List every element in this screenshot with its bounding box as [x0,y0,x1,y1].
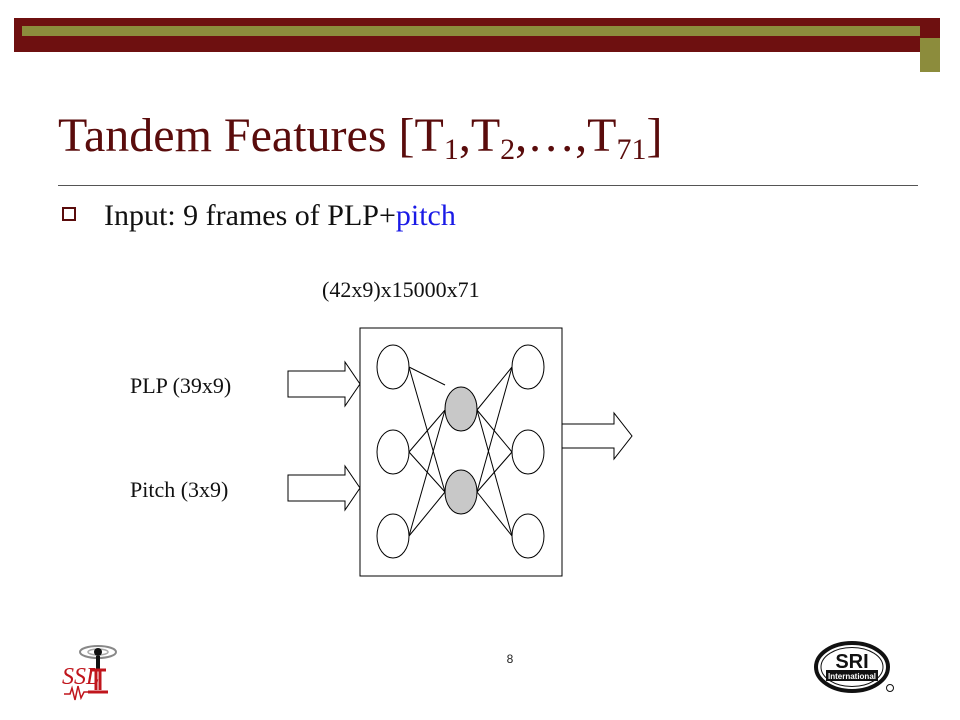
connection-line [476,409,513,537]
pitch-input-arrow [287,464,361,512]
title-text: Tandem Features [T [58,109,444,162]
hidden-node [444,386,478,432]
connection-line [408,409,446,537]
title-subscript-2: 2 [500,133,516,166]
output-node [511,344,545,390]
title-separator-1: ,T [458,109,501,162]
header-corner-square [920,18,940,38]
bullet-square-icon [62,207,76,221]
page-number: 8 [506,652,514,666]
plp-input-label: PLP (39x9) [130,373,232,398]
bullet-highlight-text: pitch [395,199,456,232]
slide-title: Tandem Features [T1,T2,…,T71] [58,106,662,166]
connection-line [476,491,513,537]
header-corner-strip [920,38,940,72]
connection-line [476,451,513,493]
bullet-text: Input: 9 frames of PLP+ [104,199,396,232]
connection-line [476,366,513,493]
title-subscript-3: 71 [616,133,647,166]
input-node [376,513,410,559]
connection-line [408,366,446,493]
title-separator-2: ,…,T [515,109,617,162]
pitch-input-label: Pitch (3x9) [130,477,229,502]
bullet-item: Input: 9 frames of PLP+pitch [62,196,456,236]
connection-line [476,366,513,411]
input-node [376,429,410,475]
connection-line [408,491,446,537]
topology-label: (42x9)x15000x71 [322,277,480,302]
network-connections [408,366,513,537]
input-node [376,344,410,390]
sri-logo-subtext: International [828,672,876,681]
hidden-node [444,469,478,515]
plp-input-arrow [287,360,361,408]
ssl-logo: SSL [62,645,117,701]
output-node [511,513,545,559]
connection-line [408,366,446,386]
output-node [511,429,545,475]
header-bar [14,18,940,52]
title-divider [58,185,918,186]
title-subscript-1: 1 [443,133,459,166]
output-arrow [561,411,633,461]
title-end: ] [646,109,663,162]
sri-international-logo: SRI International [814,641,894,693]
sri-logo-text: SRI [835,651,868,673]
header-bar-stripe [22,26,932,36]
ssl-logo-text: SSL [62,664,99,690]
connection-line [408,409,446,453]
